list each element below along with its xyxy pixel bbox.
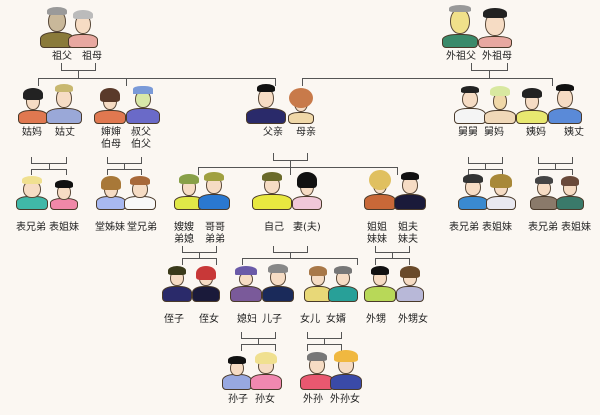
portrait-zhizi xyxy=(162,266,192,302)
portrait-waishengnv xyxy=(396,266,424,302)
portrait-jiuma xyxy=(484,86,516,124)
portrait-jiejie xyxy=(364,170,396,210)
label-jiuma: 舅妈 xyxy=(484,127,504,138)
portrait-yizhang xyxy=(548,82,582,124)
label-waishengnv: 外甥女 xyxy=(398,314,428,325)
label-saosao: 嫂嫂 xyxy=(174,222,194,233)
portrait-zufu xyxy=(40,4,74,48)
label-muqin: 母亲 xyxy=(296,127,316,138)
label-nver: 女儿 xyxy=(300,314,320,325)
label-waisheng: 外甥 xyxy=(366,314,386,325)
portrait-muqin xyxy=(284,86,318,124)
portrait-waizumu xyxy=(478,6,512,48)
portrait-biaoxiongdi-2 xyxy=(458,174,488,210)
portrait-zhinv xyxy=(192,266,220,302)
label-xifu: 媳妇 xyxy=(237,314,257,325)
portrait-qi xyxy=(290,172,324,210)
label-zhizi: 侄子 xyxy=(164,314,184,325)
portrait-biaojiemei-3 xyxy=(556,176,584,210)
label-shenshen: 婶婶 xyxy=(101,127,121,138)
label-nvxu: 女婿 xyxy=(326,314,346,325)
label-waizumu: 外祖母 xyxy=(482,51,512,62)
label-jiujiu: 舅舅 xyxy=(458,127,478,138)
label-biaojiemei-1: 表姐妹 xyxy=(49,222,79,233)
portrait-nvxu xyxy=(328,266,358,302)
portrait-shufu xyxy=(126,84,160,124)
label-meifu: 妹夫 xyxy=(398,234,418,245)
portrait-biaojiemei-1 xyxy=(50,180,78,210)
label-zhinv: 侄女 xyxy=(199,314,219,325)
label-qifu: 妻(夫) xyxy=(293,222,321,233)
portrait-fuqin xyxy=(246,84,286,124)
label-jiefu: 姐夫 xyxy=(398,222,418,233)
label-biaoxiongdi-2: 表兄弟 xyxy=(449,222,479,233)
portrait-erzi xyxy=(262,264,294,302)
label-guzhang: 姑丈 xyxy=(55,127,75,138)
portrait-shenshen xyxy=(94,86,126,124)
portrait-waisun xyxy=(300,352,334,390)
label-jiejie: 姐姐 xyxy=(367,222,387,233)
label-waisun: 外孙 xyxy=(303,394,323,405)
portrait-biaoxiongdi-1 xyxy=(16,176,48,210)
portrait-ziji xyxy=(252,172,292,210)
label-bomu: 伯母 xyxy=(101,139,121,150)
portrait-guma xyxy=(18,86,48,124)
portrait-sunnv xyxy=(250,352,282,390)
portrait-jiefu xyxy=(394,172,426,210)
label-ziji: 自己 xyxy=(264,222,284,233)
portrait-waisunnv xyxy=(330,350,362,390)
portrait-biaojiemei-2 xyxy=(486,174,516,210)
label-dixi: 弟媳 xyxy=(174,234,194,245)
label-guma: 姑妈 xyxy=(22,127,42,138)
portrait-gege xyxy=(198,172,230,210)
label-yima: 姨妈 xyxy=(526,127,546,138)
portrait-jiujiu xyxy=(454,84,486,124)
label-erzi: 儿子 xyxy=(262,314,282,325)
label-biaojiemei-3: 表姐妹 xyxy=(561,222,591,233)
portrait-xifu xyxy=(230,266,262,302)
portrait-sunzi xyxy=(222,354,252,390)
portrait-saosao xyxy=(174,174,204,210)
label-fuqin: 父亲 xyxy=(263,127,283,138)
label-zumu: 祖母 xyxy=(82,51,102,62)
portrait-zumu xyxy=(68,10,98,48)
portrait-waizufu xyxy=(442,4,478,48)
label-didi: 弟弟 xyxy=(205,234,225,245)
portrait-biaoxiongdi-3 xyxy=(530,176,558,210)
label-waisunnv: 外孙女 xyxy=(330,394,360,405)
label-zufu: 祖父 xyxy=(52,51,72,62)
portrait-nver xyxy=(304,266,332,302)
portrait-yima xyxy=(516,86,548,124)
label-tangxiongdi: 堂兄弟 xyxy=(127,222,157,233)
label-yizhang: 姨丈 xyxy=(564,127,584,138)
label-biaojiemei-2: 表姐妹 xyxy=(482,222,512,233)
portrait-tangzimei xyxy=(96,176,126,210)
portrait-guzhang xyxy=(46,82,82,124)
portrait-waisheng xyxy=(364,266,396,302)
label-sunnv: 孙女 xyxy=(255,394,275,405)
label-gege: 哥哥 xyxy=(205,222,225,233)
label-meimei: 妹妹 xyxy=(367,234,387,245)
label-biaoxiongdi-1: 表兄弟 xyxy=(16,222,46,233)
label-biaoxiongdi-3: 表兄弟 xyxy=(528,222,558,233)
portrait-tangxiongdi xyxy=(124,176,156,210)
label-sunzi: 孙子 xyxy=(228,394,248,405)
label-bofu: 伯父 xyxy=(131,139,151,150)
label-tangzimei: 堂姊妹 xyxy=(95,222,125,233)
label-shufu: 叔父 xyxy=(131,127,151,138)
label-waizufu: 外祖父 xyxy=(446,51,476,62)
